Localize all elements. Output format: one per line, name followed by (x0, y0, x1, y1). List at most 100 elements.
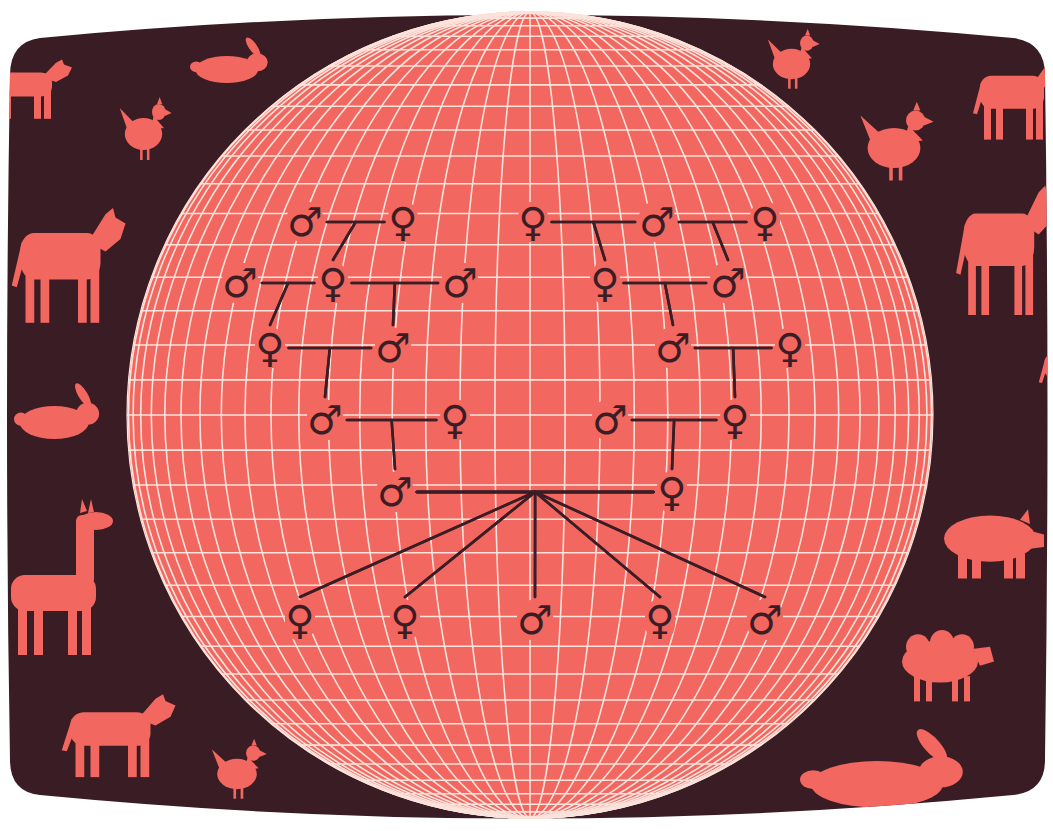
pedigree-line (695, 347, 771, 350)
pedigree-line (713, 222, 747, 260)
pedigree-symbol: ♂ (441, 263, 479, 303)
sex-symbol: ♀ (255, 328, 284, 368)
pedigree-line (352, 283, 395, 325)
sex-symbol: ♀ (720, 400, 749, 440)
sex-symbol: ♀ (750, 202, 779, 242)
pedigree-line (347, 419, 436, 422)
pedigree-line (392, 420, 437, 469)
sex-symbol: ♀ (645, 600, 674, 640)
pedigree-symbol: ♂ (654, 328, 692, 368)
pedigree-line (333, 222, 384, 260)
sex-symbol: ♂ (747, 600, 783, 640)
sex-symbol: ♂ (307, 400, 343, 440)
pedigree-line (417, 492, 660, 597)
pedigree-line (405, 492, 653, 597)
pedigree-symbol: ♂ (221, 263, 259, 303)
pedigree-line (393, 283, 438, 325)
pedigree-line (347, 420, 395, 469)
sex-symbol: ♀ (390, 600, 419, 640)
pedigree-line (632, 419, 716, 422)
pedigree-symbol: ♂ (374, 328, 412, 368)
sheep-silhouette (902, 630, 994, 701)
pedigree-line (665, 283, 706, 325)
pedigree-symbol: ♂ (746, 600, 784, 640)
rooster-silhouette (860, 102, 933, 181)
pedigree-line (593, 222, 635, 260)
animal-silhouette (190, 36, 268, 83)
sex-symbol: ♂ (375, 328, 411, 368)
cow-silhouette (800, 726, 963, 807)
sex-symbol: ♂ (639, 202, 675, 242)
pedigree-line (325, 348, 371, 397)
pedigree-line (624, 282, 706, 285)
sex-symbol: ♀ (388, 202, 417, 242)
pedigree-line (417, 492, 535, 597)
pedigree-line (695, 348, 735, 397)
sex-symbol: ♀ (518, 202, 547, 242)
pedigree-line (352, 282, 438, 285)
goat-silhouette (62, 694, 176, 777)
sex-symbol: ♀ (285, 600, 314, 640)
chicken-silhouette (120, 97, 172, 160)
hen-silhouette (768, 29, 820, 89)
pedigree-line (289, 348, 330, 397)
pedigree-symbol: ♀ (317, 263, 348, 303)
pedigree-symbol: ♂ (638, 202, 676, 242)
globe-grid (127, 12, 933, 818)
pedigree-symbol: ♀ (719, 400, 750, 440)
sex-symbol: ♂ (710, 263, 746, 303)
pedigree-symbol: ♀ (749, 202, 780, 242)
animal-silhouette (0, 60, 72, 119)
pedigree-line (327, 221, 384, 224)
parallels (127, 14, 933, 817)
pedigree-line (535, 492, 660, 597)
sex-symbol: ♀ (318, 263, 347, 303)
sex-symbol: ♂ (517, 600, 553, 640)
pedigree-symbol: ♂ (376, 472, 414, 512)
sex-symbol: ♂ (592, 400, 628, 440)
duck-silhouette (212, 739, 267, 799)
animal-silhouette (1039, 340, 1053, 403)
sex-symbol: ♀ (657, 472, 686, 512)
pedigree-line (679, 222, 728, 260)
cow-silhouette (973, 58, 1053, 139)
pedigree-line (733, 348, 771, 397)
pedigree-line (679, 221, 746, 224)
pedigree-symbol: ♀ (387, 202, 418, 242)
sex-symbol: ♂ (287, 202, 323, 242)
pedigree-symbol: ♀ (517, 202, 548, 242)
pedigree-line (672, 420, 716, 469)
donkey-silhouette (956, 186, 1053, 316)
sex-symbol: ♀ (775, 328, 804, 368)
pedigree-symbol: ♀ (254, 328, 285, 368)
sex-symbol: ♀ (440, 400, 469, 440)
pedigree-symbol: ♀ (284, 600, 315, 640)
pedigree-symbol: ♂ (286, 202, 324, 242)
pedigree-line (405, 492, 535, 597)
cow-silhouette (12, 208, 126, 323)
rabbit-silhouette (14, 381, 99, 439)
pedigree-symbol: ♀ (439, 400, 470, 440)
pedigree-line (417, 492, 765, 597)
pedigree-line (535, 492, 653, 597)
sex-symbol: ♂ (442, 263, 478, 303)
pedigree-line (535, 492, 765, 597)
pedigree-symbol: ♀ (389, 600, 420, 640)
pedigree-symbol: ♀ (774, 328, 805, 368)
pedigree-symbol: ♀ (656, 472, 687, 512)
pedigree-symbol: ♂ (306, 400, 344, 440)
pedigree-line (417, 491, 653, 494)
pedigree-line (300, 492, 653, 597)
pedigree-line (300, 492, 535, 597)
pedigree-line (632, 420, 674, 469)
pedigree-line (262, 282, 314, 285)
sex-symbol: ♂ (655, 328, 691, 368)
globe (127, 12, 933, 818)
pedigree-line (327, 222, 356, 260)
pedigree-line (552, 221, 635, 224)
pedigree-symbol: ♀ (644, 600, 675, 640)
pedigree-line (270, 283, 314, 325)
